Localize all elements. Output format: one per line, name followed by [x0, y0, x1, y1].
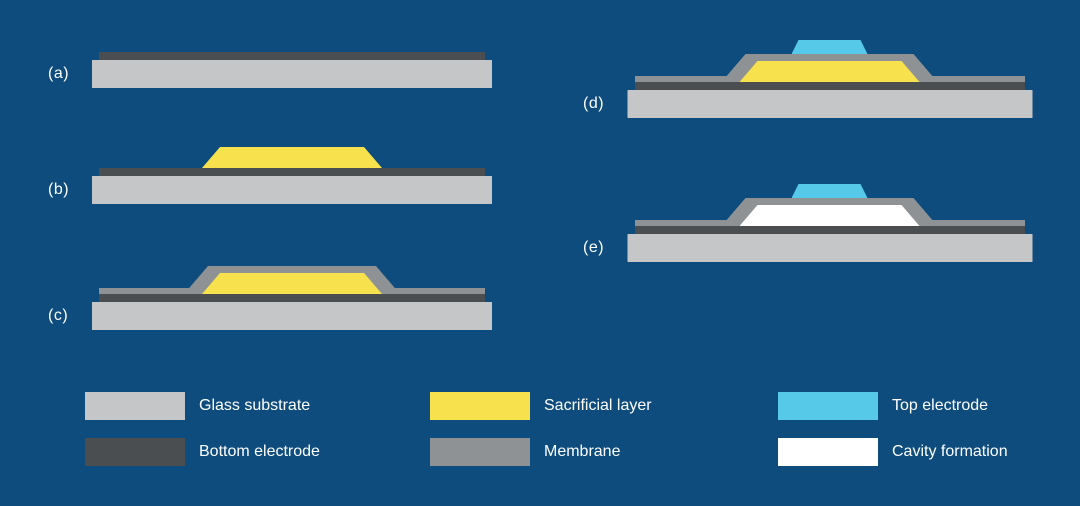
legend-item-cavity-formation: Cavity formation [778, 438, 1008, 466]
top-electrode-swatch [778, 392, 878, 420]
membrane-swatch [430, 438, 530, 466]
bottom-electrode-swatch [85, 438, 185, 466]
sacrificial-layer-shape [202, 273, 382, 294]
step-a-label: (a) [48, 65, 70, 82]
step-d: (d) [583, 40, 1032, 118]
glass-substrate-layer [627, 90, 1032, 118]
legend-item-top-electrode: Top electrode [778, 392, 988, 420]
sacrificial-layer-swatch [430, 392, 530, 420]
legend-item-glass-substrate: Glass substrate [85, 392, 310, 420]
step-d-structure [627, 40, 1032, 118]
step-c-label: (c) [48, 307, 69, 324]
step-e-label: (e) [583, 239, 605, 256]
bottom-electrode-layer [634, 82, 1025, 90]
cavity-formation-swatch [778, 438, 878, 466]
legend-label: Glass substrate [199, 397, 311, 414]
step-c: (c) [48, 266, 492, 330]
step-b: (b) [48, 147, 492, 204]
glass-substrate-layer [92, 60, 492, 88]
cavity-shape [740, 205, 920, 226]
sacrificial-layer-shape [202, 147, 382, 168]
glass-substrate-layer [627, 234, 1032, 262]
top-electrode-layer [792, 184, 868, 198]
step-b-label: (b) [48, 181, 70, 198]
bottom-electrode-layer [99, 294, 485, 302]
legend-item-bottom-electrode: Bottom electrode [85, 438, 320, 466]
bottom-electrode-layer [99, 168, 485, 176]
legend-item-sacrificial-layer: Sacrificial layer [430, 392, 652, 420]
legend-label: Cavity formation [892, 443, 1008, 460]
legend-label: Membrane [544, 443, 621, 460]
step-a-structure [92, 52, 492, 88]
step-a: (a) [48, 52, 492, 88]
bottom-electrode-layer [634, 226, 1025, 234]
step-d-label: (d) [583, 95, 605, 112]
step-e-structure [627, 184, 1032, 262]
glass-substrate-swatch [85, 392, 185, 420]
legend-label: Sacrificial layer [544, 397, 652, 414]
step-c-structure [92, 266, 492, 330]
step-b-structure [92, 147, 492, 204]
step-e: (e) [583, 184, 1032, 262]
glass-substrate-layer [92, 302, 492, 330]
legend-item-membrane: Membrane [430, 438, 620, 466]
bottom-electrode-layer [99, 52, 485, 60]
glass-substrate-layer [92, 176, 492, 204]
sacrificial-layer-shape [740, 61, 920, 82]
legend-label: Bottom electrode [199, 443, 320, 460]
legend-label: Top electrode [892, 397, 989, 414]
top-electrode-layer [792, 40, 868, 54]
